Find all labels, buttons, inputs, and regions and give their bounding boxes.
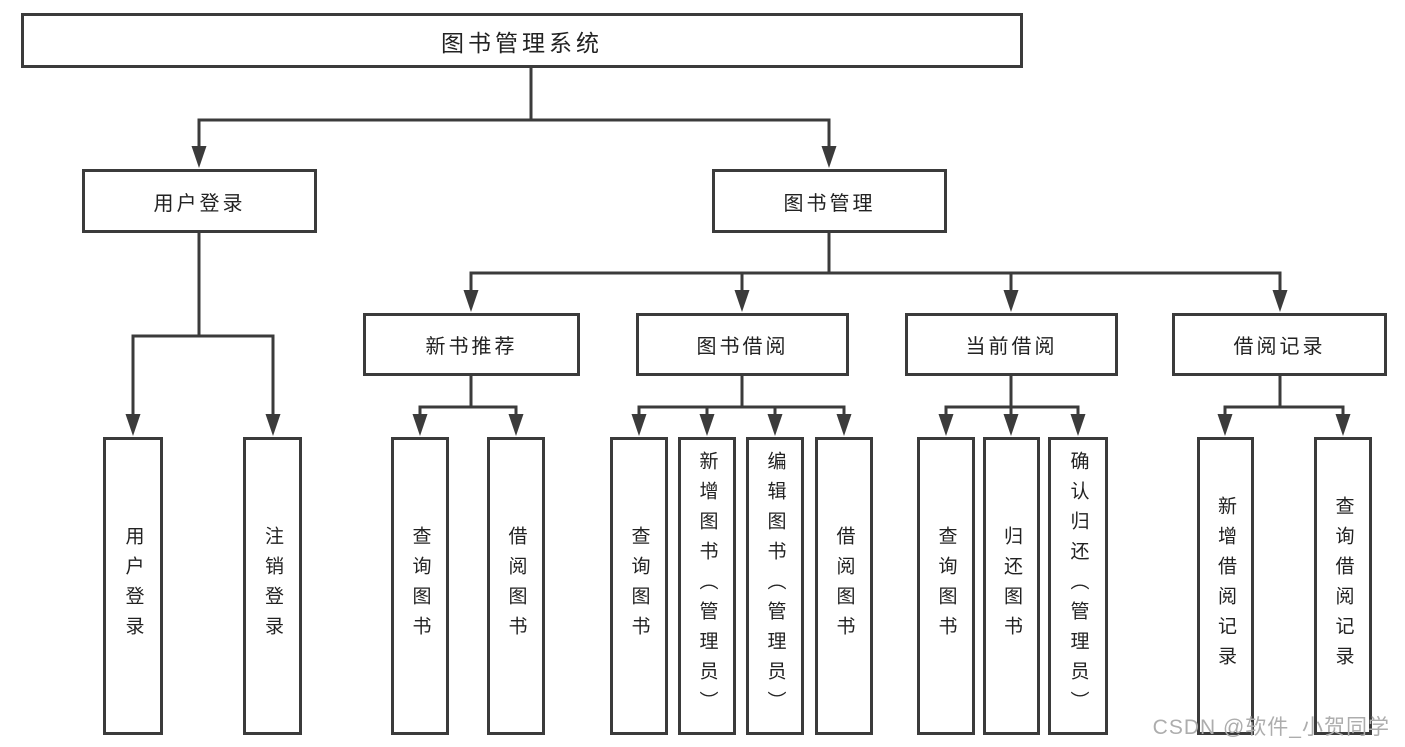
leaf-query-books-current-label: 查询图书 bbox=[935, 526, 957, 646]
leaf-edit-book-admin: 编辑图书（管理员） bbox=[746, 437, 804, 735]
node-new-book-recommend: 新书推荐 bbox=[363, 313, 580, 376]
node-borrowing-records-label: 借阅记录 bbox=[1233, 336, 1326, 358]
leaf-query-books-current: 查询图书 bbox=[917, 437, 975, 735]
leaf-logout-label: 注销登录 bbox=[262, 526, 283, 646]
leaf-return-book-label: 归还图书 bbox=[1001, 526, 1022, 646]
leaf-return-book: 归还图书 bbox=[983, 437, 1040, 735]
leaf-query-borrow-record: 查询借阅记录 bbox=[1314, 437, 1372, 735]
leaf-borrow-books-recommend: 借阅图书 bbox=[487, 437, 545, 735]
node-user-login-label: 用户登录 bbox=[153, 192, 246, 215]
leaf-confirm-return-admin: 确认归还（管理员） bbox=[1048, 437, 1108, 735]
leaf-borrow-books-borrowing-label: 借阅图书 bbox=[833, 526, 855, 646]
node-current-borrowing-label: 当前借阅 bbox=[965, 336, 1058, 358]
leaf-edit-book-admin-label: 编辑图书（管理员） bbox=[764, 451, 786, 721]
node-book-management-label: 图书管理 bbox=[783, 192, 876, 215]
leaf-query-books-borrowing: 查询图书 bbox=[610, 437, 668, 735]
node-user-login: 用户登录 bbox=[82, 169, 317, 233]
leaf-query-books-recommend-label: 查询图书 bbox=[409, 526, 431, 646]
csdn-watermark: CSDN @软件_小贺同学 bbox=[1152, 716, 1390, 739]
node-book-borrowing: 图书借阅 bbox=[636, 313, 849, 376]
leaf-add-book-admin-label: 新增图书（管理员） bbox=[696, 451, 718, 721]
leaf-borrow-books-borrowing: 借阅图书 bbox=[815, 437, 873, 735]
node-book-borrowing-label: 图书借阅 bbox=[696, 336, 789, 358]
leaf-borrow-books-recommend-label: 借阅图书 bbox=[505, 526, 527, 646]
node-current-borrowing: 当前借阅 bbox=[905, 313, 1118, 376]
node-new-book-recommend-label: 新书推荐 bbox=[425, 336, 518, 358]
leaf-add-book-admin: 新增图书（管理员） bbox=[678, 437, 736, 735]
leaf-user-login-label: 用户登录 bbox=[122, 526, 144, 646]
leaf-query-books-borrowing-label: 查询图书 bbox=[628, 526, 650, 646]
node-book-management-system-label: 图书管理系统 bbox=[441, 29, 603, 56]
leaf-user-login: 用户登录 bbox=[103, 437, 163, 735]
leaf-query-books-recommend: 查询图书 bbox=[391, 437, 449, 735]
leaf-add-borrow-record-label: 新增借阅记录 bbox=[1215, 496, 1236, 676]
node-book-management-system: 图书管理系统 bbox=[21, 13, 1023, 68]
leaf-add-borrow-record: 新增借阅记录 bbox=[1197, 437, 1254, 735]
leaf-query-borrow-record-label: 查询借阅记录 bbox=[1332, 496, 1354, 676]
leaf-logout: 注销登录 bbox=[243, 437, 302, 735]
leaf-confirm-return-admin-label: 确认归还（管理员） bbox=[1067, 451, 1089, 721]
node-book-management: 图书管理 bbox=[712, 169, 947, 233]
node-borrowing-records: 借阅记录 bbox=[1172, 313, 1387, 376]
